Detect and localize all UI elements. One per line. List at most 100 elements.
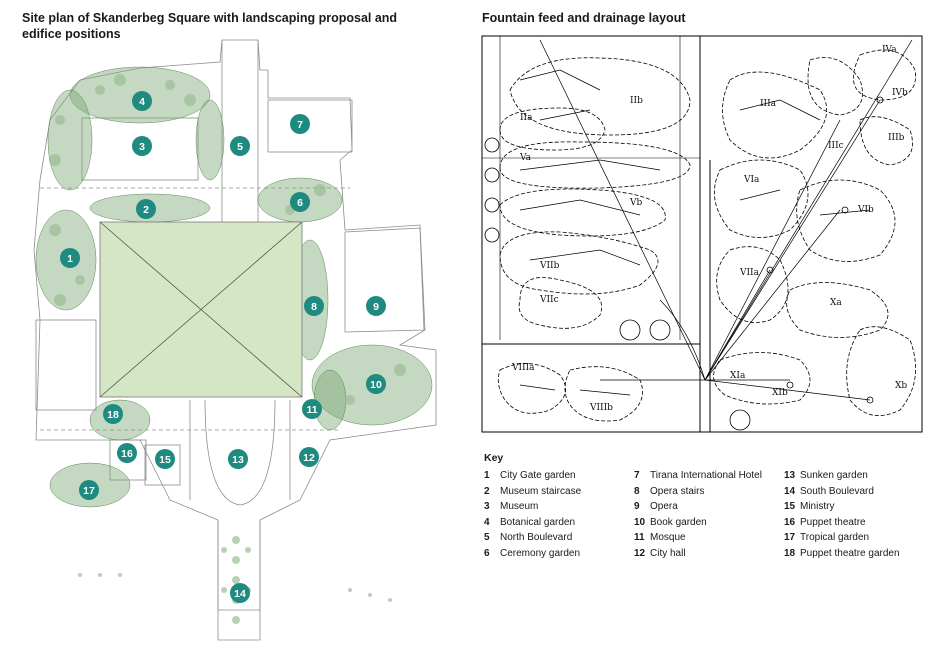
key-label: North Boulevard — [500, 532, 573, 544]
svg-text:Va: Va — [519, 153, 532, 163]
marker-3 — [132, 136, 152, 156]
svg-text:8: 8 — [311, 301, 317, 313]
key-label: City hall — [650, 547, 686, 559]
key-label: Book garden — [650, 516, 707, 528]
marker-15 — [155, 449, 175, 469]
key-label: Opera stairs — [650, 485, 705, 497]
key-item: 2 Museum staircase — [484, 486, 634, 502]
svg-text:IIIc: IIIc — [828, 141, 844, 151]
marker-6 — [290, 192, 310, 212]
key-item: 9 Opera — [634, 501, 784, 517]
key-item: 17 Tropical garden — [784, 532, 924, 548]
svg-text:IIa: IIa — [520, 113, 533, 123]
svg-text:IIIa: IIIa — [760, 99, 777, 109]
key-label: Tropical garden — [800, 532, 870, 544]
key-number: 3 — [484, 501, 490, 513]
marker-8 — [304, 296, 324, 316]
svg-text:Vb: Vb — [629, 198, 642, 208]
key-number: 12 — [634, 547, 646, 559]
key-label: Museum — [500, 501, 539, 513]
svg-text:VIIIa: VIIIa — [511, 363, 535, 373]
key-label: Opera — [650, 501, 678, 513]
svg-text:4: 4 — [139, 96, 145, 108]
svg-text:IIb: IIb — [630, 96, 643, 106]
key-item: 4 Botanical garden — [484, 517, 634, 533]
key-item: 7 Tirana International Hotel — [634, 470, 784, 486]
site-outlines — [33, 39, 437, 641]
svg-text:1: 1 — [67, 253, 73, 265]
key-number: 17 — [784, 532, 796, 544]
marker-1 — [60, 248, 80, 268]
key-item: 11 Mosque — [634, 532, 784, 548]
svg-text:VIIc: VIIc — [539, 295, 559, 305]
svg-text:XIa: XIa — [730, 371, 746, 381]
key-number: 2 — [484, 485, 490, 497]
key-number: 1 — [484, 470, 490, 481]
svg-text:VIb: VIb — [857, 205, 874, 215]
marker-12 — [299, 447, 319, 467]
key-number: 7 — [634, 470, 640, 481]
key-number: 6 — [484, 547, 490, 559]
key-number: 14 — [784, 485, 796, 497]
key-number: 11 — [634, 532, 645, 544]
marker-14 — [230, 583, 250, 603]
marker-4 — [132, 91, 152, 111]
marker-16 — [117, 443, 137, 463]
svg-text:14: 14 — [234, 588, 246, 600]
key-label: City Gate garden — [500, 470, 576, 481]
svg-text:VIa: VIa — [743, 175, 760, 185]
zone-labels: IVa IVb IIIa IIIb IIa IIb IIIc VIa VIb V… — [511, 45, 908, 413]
svg-text:13: 13 — [232, 454, 244, 466]
key-number: 4 — [484, 516, 490, 528]
marker-9 — [366, 296, 386, 316]
marker-5 — [230, 136, 250, 156]
key-label: Ceremony garden — [500, 547, 581, 559]
marker-10 — [366, 374, 386, 394]
key-item: 1 City Gate garden — [484, 470, 634, 486]
site-plan-title: Site plan of Skanderbeg Square with land… — [22, 11, 398, 41]
key-item: 12 City hall — [634, 548, 784, 564]
key-label: Botanical garden — [500, 516, 576, 528]
key-label: Mosque — [650, 532, 686, 544]
svg-text:10: 10 — [370, 379, 382, 391]
key-label: Puppet theatre — [800, 516, 866, 528]
key-label: Tirana International Hotel — [650, 470, 762, 481]
marker-11 — [302, 399, 322, 419]
key-title: Key — [484, 452, 504, 464]
square-diagonals — [99, 221, 303, 398]
svg-text:VIIb: VIIb — [539, 261, 560, 271]
svg-text:7: 7 — [297, 119, 303, 131]
drainage-frame — [481, 35, 923, 433]
svg-text:5: 5 — [237, 141, 243, 153]
key-item: 6 Ceremony garden — [484, 548, 634, 564]
svg-text:17: 17 — [83, 485, 95, 497]
key-label: Sunken garden — [800, 470, 868, 481]
svg-text:15: 15 — [159, 454, 171, 466]
marker-7 — [290, 114, 310, 134]
key-label: Ministry — [800, 501, 835, 513]
key-number: 10 — [634, 516, 646, 528]
drainage-layout-title: Fountain feed and drainage layout — [482, 11, 686, 25]
fountain-nodes — [484, 96, 884, 431]
site-plan-drawing: 1 2 3 4 5 6 7 8 9 10 11 12 13 14 15 16 1… — [33, 39, 437, 641]
key-label: Puppet theatre garden — [800, 547, 900, 559]
key-label: Museum staircase — [500, 485, 582, 497]
svg-text:IVa: IVa — [882, 45, 897, 55]
svg-text:6: 6 — [297, 197, 303, 209]
feed-lines — [519, 39, 913, 401]
svg-text:11: 11 — [306, 404, 317, 416]
marker-18 — [103, 404, 123, 424]
svg-text:XIb: XIb — [772, 388, 788, 398]
key-number: 18 — [784, 547, 796, 559]
svg-text:Xa: Xa — [830, 298, 842, 308]
svg-text:Xb: Xb — [895, 381, 907, 391]
key-item: 3 Museum — [484, 501, 634, 517]
svg-text:VIIIb: VIIIb — [589, 403, 613, 413]
key-number: 9 — [634, 501, 640, 513]
svg-text:2: 2 — [143, 204, 149, 216]
